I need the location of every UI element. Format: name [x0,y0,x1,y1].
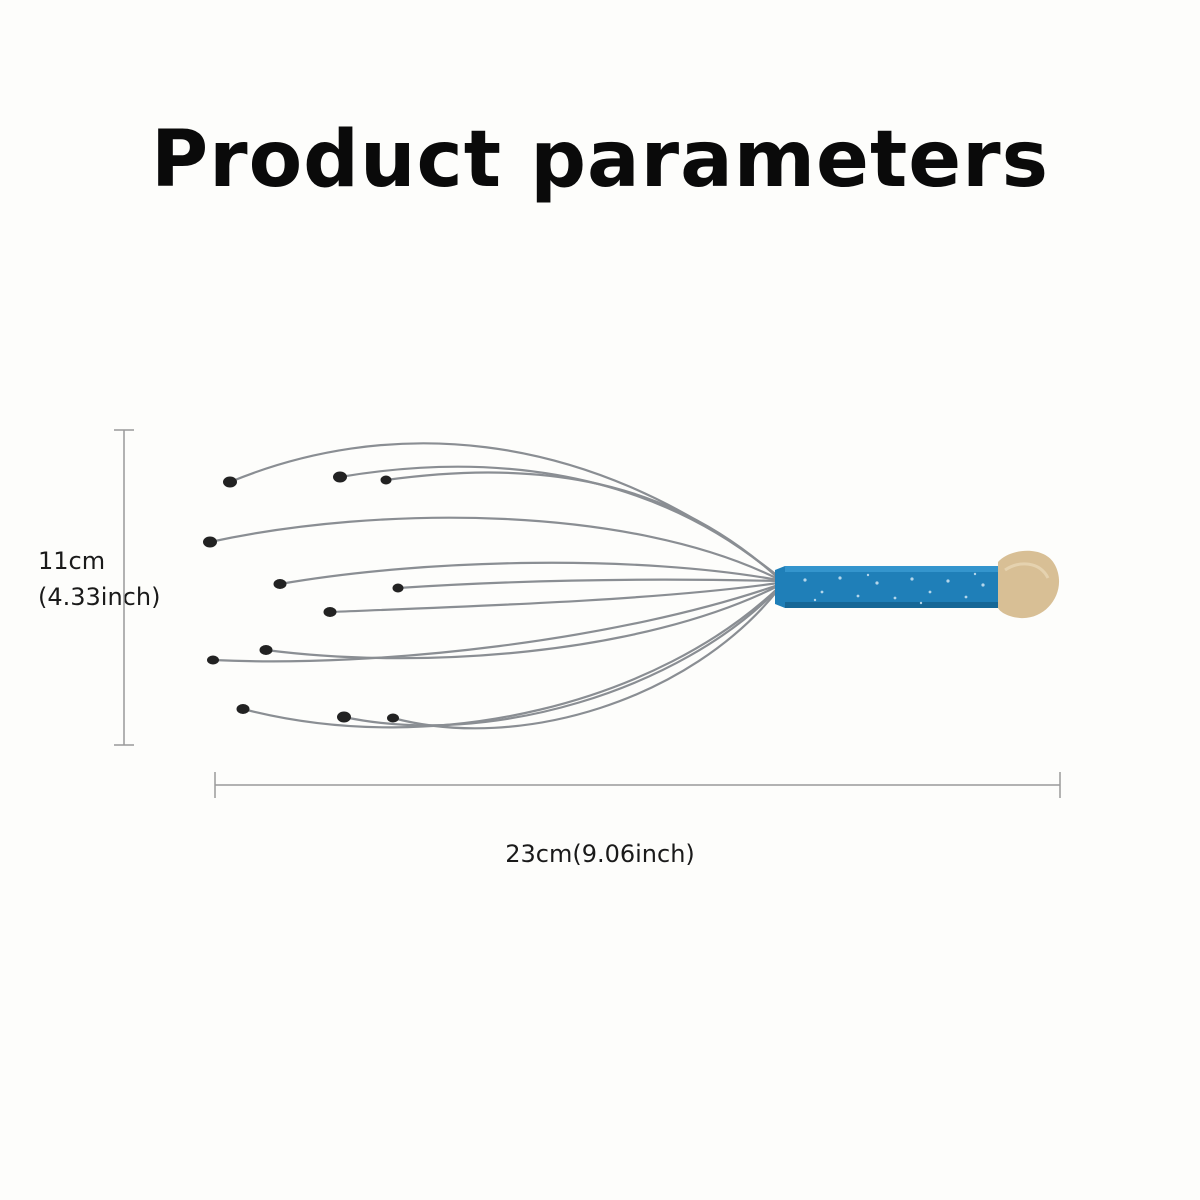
massager-handle [775,566,1000,608]
height-guide-line [114,429,134,746]
handle-end-cap [998,550,1060,619]
massager-wires [208,442,780,730]
wire-tips [203,471,404,723]
height-inch: (4.33inch) [38,583,161,611]
height-cm: 11cm [38,547,106,575]
width-dimension-label: 23cm(9.06inch) [505,840,695,868]
page-title: Product parameters [150,115,1050,205]
width-guide-line [214,772,1061,798]
height-dimension-label: 11cm (4.33inch) [38,543,160,615]
